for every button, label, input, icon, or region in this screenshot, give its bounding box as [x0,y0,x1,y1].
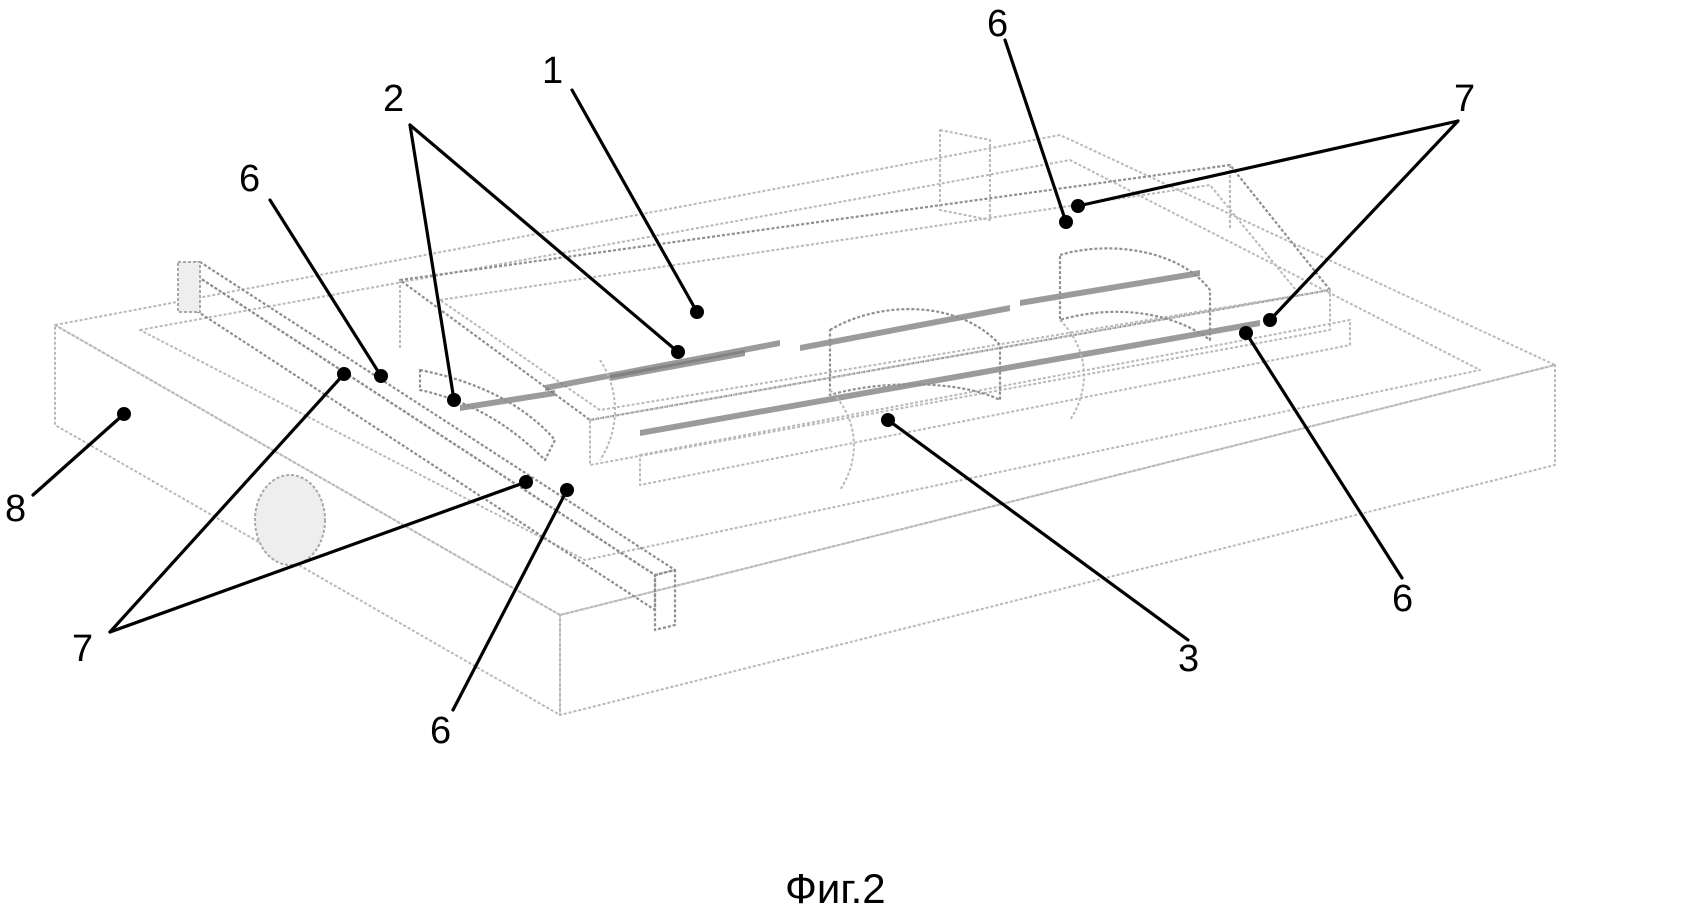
callout-1: 1 [542,50,564,92]
dot-2a [447,393,461,407]
callout-8: 8 [5,488,27,530]
dot-2b [671,345,685,359]
dot-7-top-a [1071,199,1085,213]
leader-3 [886,418,1190,642]
callout-6-bottom: 6 [430,710,452,752]
callout-2: 2 [383,78,405,120]
guide-bar [177,260,677,632]
leader-2a [408,123,456,402]
callout-7-top: 7 [1454,78,1476,120]
dot-7-bottom-b [519,475,533,489]
leader-6-top [1003,38,1068,224]
dot-3 [881,413,895,427]
frame-rails [398,163,1351,486]
leader-7-bottom-a [108,372,346,634]
dot-6-right [1239,326,1253,340]
leader-6-right [1244,331,1404,580]
anchor-dots [117,199,1277,497]
callout-6-right: 6 [1392,578,1414,620]
leader-6-bottom [451,488,569,712]
dot-7-bottom-a [337,367,351,381]
dot-1 [690,305,704,319]
dot-8 [117,407,131,421]
callout-6-top: 6 [987,3,1009,45]
callout-3: 3 [1178,638,1200,680]
leader-7-bottom-b [108,480,528,634]
dot-6-bottom [560,483,574,497]
callout-6-left: 6 [239,158,261,200]
inner-slats [460,270,1260,436]
dot-6-left [374,369,388,383]
dot-7-top-b [1263,313,1277,327]
figure-caption: Фиг.2 [785,865,886,912]
curved-supports [599,129,1212,491]
leader-2b [408,123,680,354]
leader-lines [31,38,1460,712]
leader-8 [31,412,126,497]
callout-7-bottom: 7 [72,628,94,670]
dot-6-top [1059,215,1073,229]
leader-1 [570,88,699,314]
leader-6-left [268,198,383,378]
leader-7-top-a [1076,119,1460,208]
base-platform [54,134,1556,716]
leader-7-top-b [1268,119,1460,322]
